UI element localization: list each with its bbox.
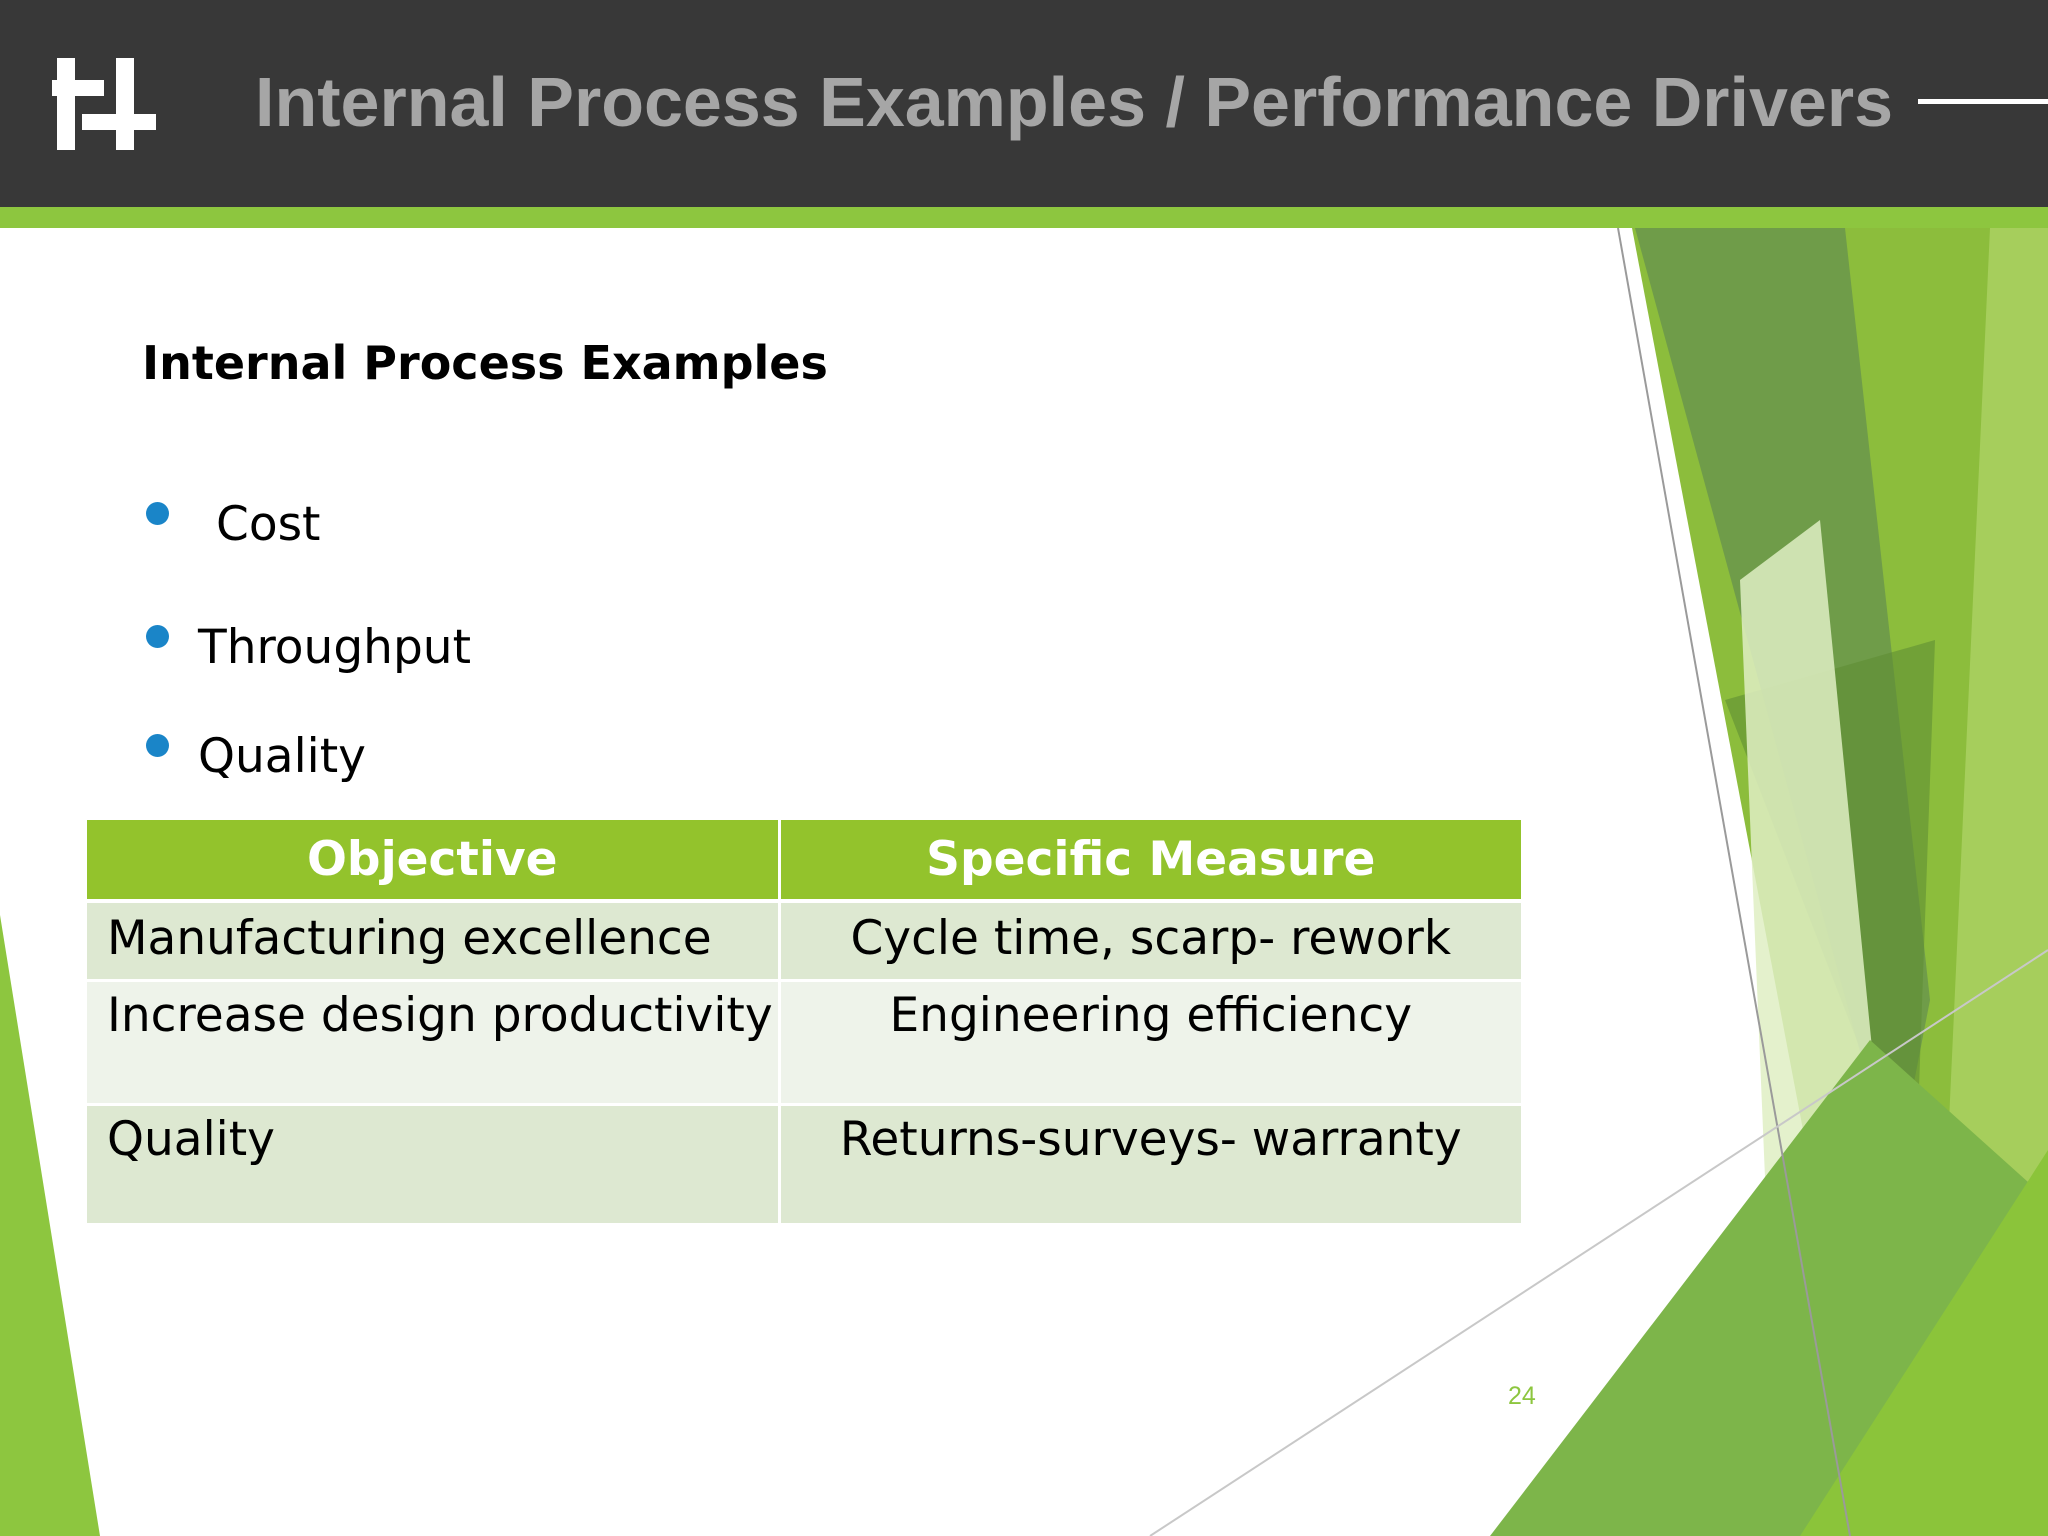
- bullet-dot-icon: [146, 625, 169, 648]
- objective-cell: Manufacturing excellence: [87, 901, 781, 982]
- table-row: Increase design productivity Engineering…: [87, 980, 1521, 1106]
- thin-diagonal-line-1: [1617, 227, 1851, 1536]
- slide-title: Internal Process Examples / Performance …: [255, 63, 1894, 141]
- header-accent-stripe: [0, 207, 2048, 228]
- table-row: Quality Returns-surveys- warranty: [87, 1104, 1521, 1226]
- section-heading: Internal Process Examples: [142, 336, 828, 390]
- column-header-measure: Specific Measure: [779, 820, 1521, 903]
- measure-cell: Cycle time, scarp- rework: [779, 901, 1521, 982]
- column-header-objective: Objective: [87, 820, 781, 903]
- th-logo-icon: [52, 58, 156, 150]
- table-row: Manufacturing excellence Cycle time, sca…: [87, 901, 1521, 982]
- facet-bottom-bright: [1800, 1150, 2048, 1536]
- objective-cell: Quality: [87, 1104, 781, 1226]
- facet-left-sliver: [0, 915, 100, 1536]
- bullet-text: Throughput: [198, 620, 472, 675]
- bullet-dot-icon: [146, 734, 169, 757]
- objectives-table: Objective Specific Measure Manufacturing…: [87, 820, 1521, 1226]
- bullet-dot-icon: [146, 502, 169, 525]
- title-rule: [1918, 99, 2048, 104]
- objective-cell: Increase design productivity: [87, 980, 781, 1106]
- bullet-text: Cost: [216, 497, 321, 552]
- table-header-row: Objective Specific Measure: [87, 820, 1521, 903]
- measure-cell: Engineering efficiency: [779, 980, 1521, 1106]
- thin-diagonal-line-2: [1149, 949, 2048, 1536]
- bullet-text: Quality: [198, 729, 366, 784]
- page-number: 24: [1508, 1382, 1536, 1410]
- header-bar: [0, 0, 2048, 207]
- measure-cell: Returns-surveys- warranty: [779, 1104, 1521, 1226]
